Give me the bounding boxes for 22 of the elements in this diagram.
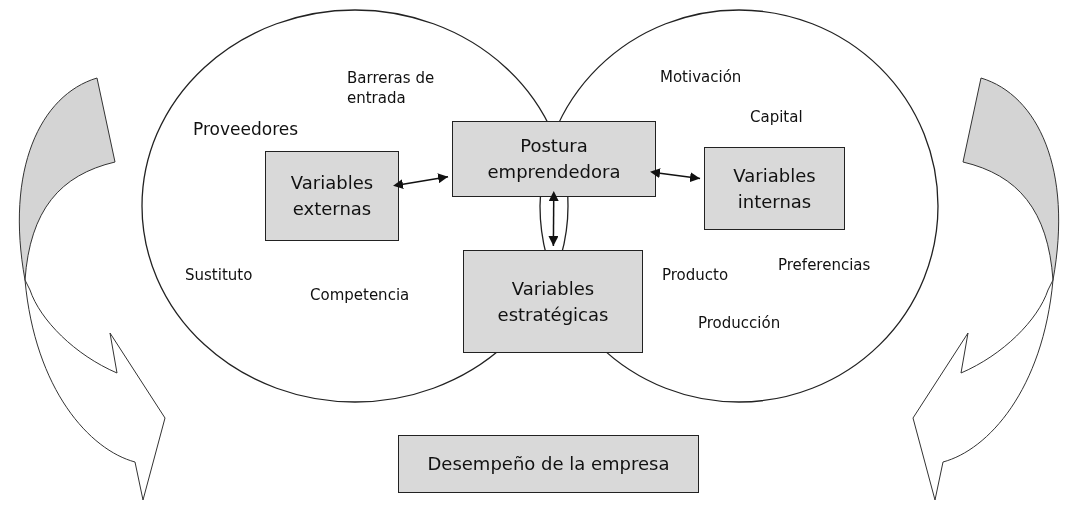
factor-label: Motivación bbox=[660, 67, 742, 87]
double-arrow bbox=[548, 191, 559, 247]
factor-label: Barreras de entrada bbox=[347, 68, 436, 108]
box-label: Variables internas bbox=[732, 163, 817, 214]
process-box bbox=[463, 250, 643, 353]
factor-label: Producto bbox=[662, 265, 729, 285]
box-label: Desempeño de la empresa bbox=[427, 452, 670, 476]
factor-label: Producción bbox=[698, 313, 781, 333]
process-box bbox=[452, 121, 656, 197]
factor-label: Competencia bbox=[310, 285, 410, 305]
factor-label: Sustituto bbox=[185, 265, 253, 285]
factor-label: Capital bbox=[750, 107, 803, 127]
process-box bbox=[265, 151, 399, 241]
box-label: Variables estratégicas bbox=[496, 276, 610, 327]
factor-label: Preferencias bbox=[778, 255, 871, 275]
factor-label: Proveedores bbox=[193, 119, 299, 139]
box-label: Variables externas bbox=[289, 171, 375, 221]
double-arrow bbox=[393, 173, 449, 190]
double-arrow bbox=[650, 168, 701, 183]
process-box bbox=[398, 435, 699, 493]
box-label: Postura emprendedora bbox=[486, 134, 622, 184]
process-box bbox=[704, 147, 845, 230]
